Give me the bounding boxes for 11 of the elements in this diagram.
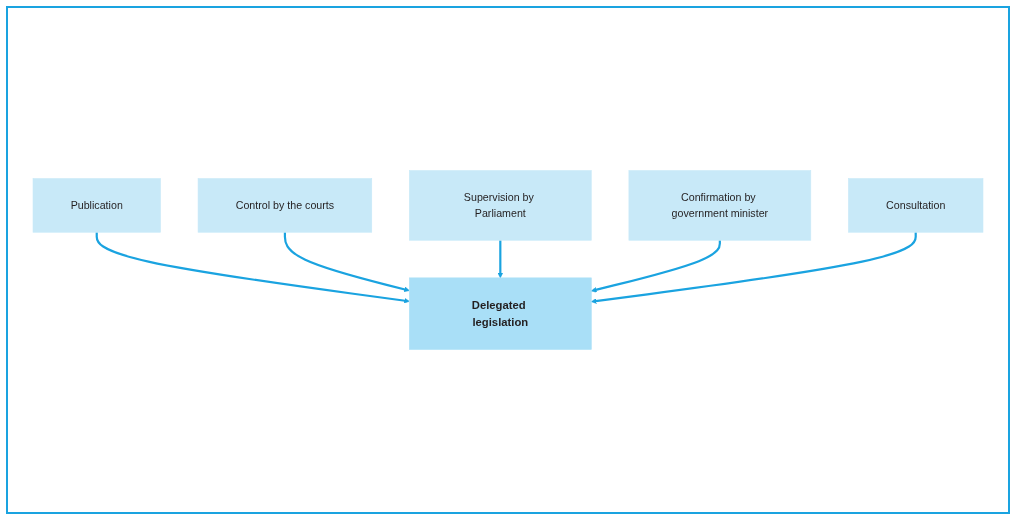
node-box: Confirmation by government minister: [628, 170, 812, 241]
node-box: Publication: [32, 178, 161, 233]
arrow: [95, 232, 410, 304]
arrow: [497, 240, 504, 279]
node-box: Supervision by Parliament: [409, 170, 592, 241]
node-box: Consultation: [848, 178, 984, 233]
node-box: Delegated legislation: [409, 277, 592, 350]
arrow: [591, 240, 721, 293]
arrow: [591, 232, 917, 304]
arrow: [283, 232, 410, 293]
node-box: Control by the courts: [197, 178, 373, 233]
